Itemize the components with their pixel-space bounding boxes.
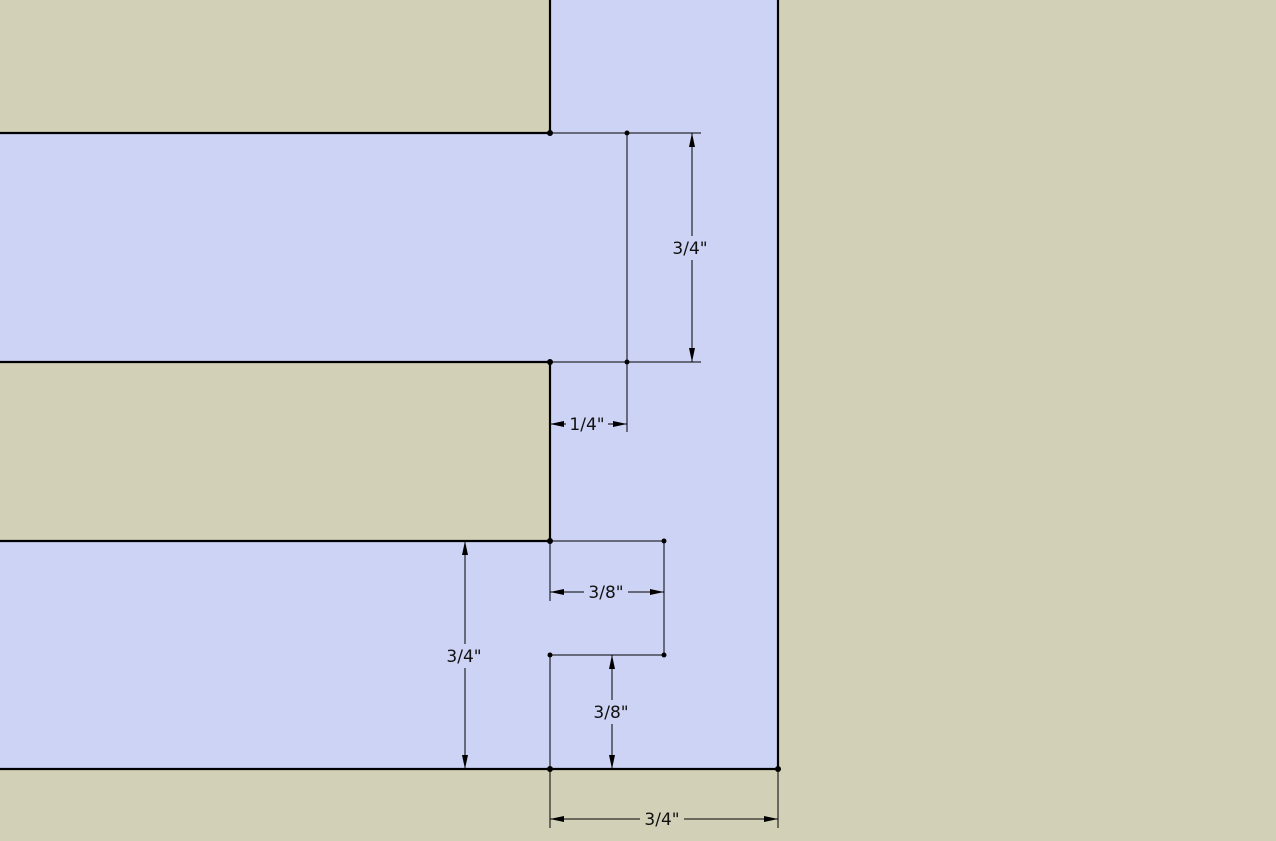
vertex-points	[547, 130, 781, 772]
arrow-head	[650, 589, 664, 595]
dimension-right-height: 3/4"	[670, 133, 712, 362]
vertex-point	[547, 538, 553, 544]
dimension-bottom-width: 3/4"	[550, 807, 778, 831]
arrow-head	[550, 421, 564, 427]
vertex-point	[775, 766, 781, 772]
vertex-point	[547, 130, 553, 136]
label-background	[584, 580, 628, 604]
label-background	[566, 412, 608, 436]
arrow-head	[550, 816, 564, 822]
extension-lines	[549, 132, 779, 828]
arrow-head	[689, 133, 695, 147]
vertex-point	[661, 652, 667, 658]
vertex-point	[547, 652, 553, 658]
dimension-step-width: 3/8"	[550, 580, 664, 604]
arrow-head	[462, 541, 468, 555]
arrow-head	[609, 655, 615, 669]
label-background	[590, 700, 634, 724]
label-background	[443, 644, 485, 668]
dimension-label: 3/4"	[644, 810, 679, 830]
dimension-label: 3/4"	[672, 239, 707, 259]
dimension-left-height: 3/4"	[443, 541, 485, 769]
upper-rail-face	[0, 133, 551, 362]
arrow-head	[613, 421, 627, 427]
upper-rail-bottom-edge	[0, 360, 552, 543]
dimension-label: 3/8"	[588, 583, 623, 603]
dimension-step-height: 3/8"	[590, 655, 634, 769]
dimension-offset-quarter: 1/4"	[550, 412, 627, 436]
vertex-point	[624, 359, 630, 365]
stile-outline-edge	[0, 0, 552, 135]
arrow-head	[550, 589, 564, 595]
vertex-point	[547, 359, 553, 365]
arrow-head	[689, 348, 695, 362]
dimension-label: 3/8"	[593, 703, 628, 723]
arrow-head	[462, 755, 468, 769]
vertex-point	[624, 130, 630, 136]
arrow-head	[764, 816, 778, 822]
dimension-label: 3/4"	[446, 647, 481, 667]
vertex-point	[547, 766, 553, 772]
arrow-head	[609, 755, 615, 769]
vertex-point	[661, 538, 667, 544]
label-background	[640, 807, 684, 831]
dimension-label: 1/4"	[569, 415, 604, 435]
label-background	[670, 236, 712, 260]
